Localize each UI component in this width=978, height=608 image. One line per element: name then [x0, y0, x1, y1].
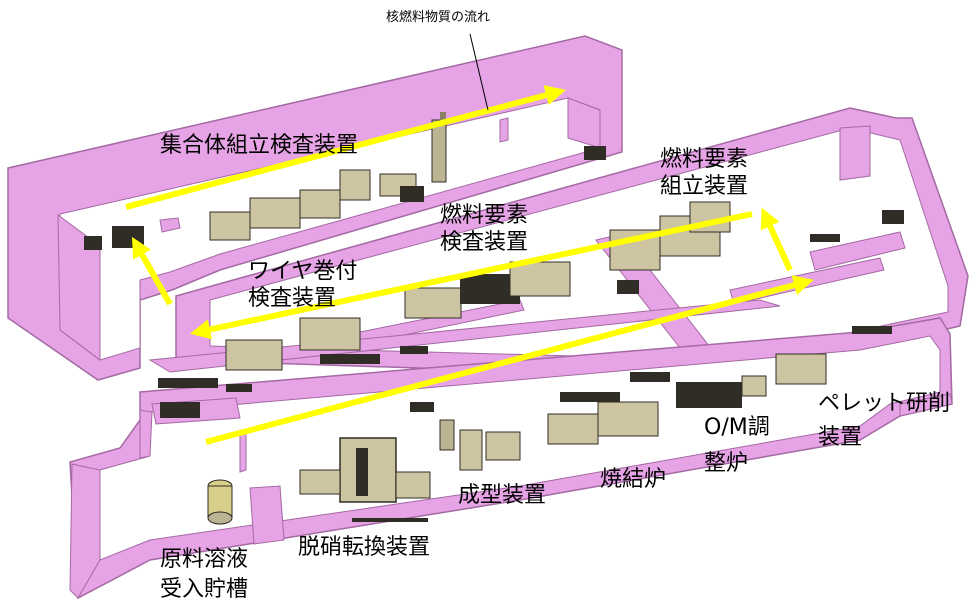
label-sintering: 焼結炉	[600, 467, 667, 492]
flow-arrow-segment	[190, 211, 753, 340]
label-om-adjust-line2: 整炉	[704, 451, 749, 476]
label-wire-wrap-line1: ワイヤ巻付	[248, 259, 358, 284]
legend-leader-line	[469, 33, 489, 111]
label-rod-assembly-line1: 燃料要素	[660, 147, 749, 172]
label-denitration: 脱硝転換装置	[298, 535, 431, 560]
label-rod-inspection-line2: 検査装置	[440, 230, 529, 255]
legend-label: 核燃料物質の流れ	[386, 10, 491, 25]
middle-building	[148, 107, 969, 379]
label-feed-tank-line1: 原料溶液	[160, 547, 249, 572]
flow-arrow-segment	[131, 236, 173, 306]
label-pellet-grinding-line1: ペレット研削	[818, 391, 951, 416]
flow-arrow-segment	[205, 275, 814, 445]
flow-arrows	[125, 85, 814, 445]
equipment-group	[84, 112, 904, 525]
label-rod-assembly-line2: 組立装置	[660, 174, 749, 199]
label-pressing: 成型装置	[458, 483, 547, 508]
label-rod-inspection-line1: 燃料要素	[440, 203, 529, 228]
label-pellet-grinding-line2: 装置	[818, 425, 863, 450]
flow-arrow-segment	[760, 207, 793, 272]
label-assembly-inspection: 集合体組立検査装置	[160, 133, 359, 158]
label-om-adjust-line1: O/M調	[704, 415, 770, 440]
label-feed-tank-line2: 受入貯槽	[160, 577, 249, 602]
flow-arrow-segment	[125, 85, 566, 210]
label-wire-wrap-line2: 検査装置	[248, 286, 337, 311]
